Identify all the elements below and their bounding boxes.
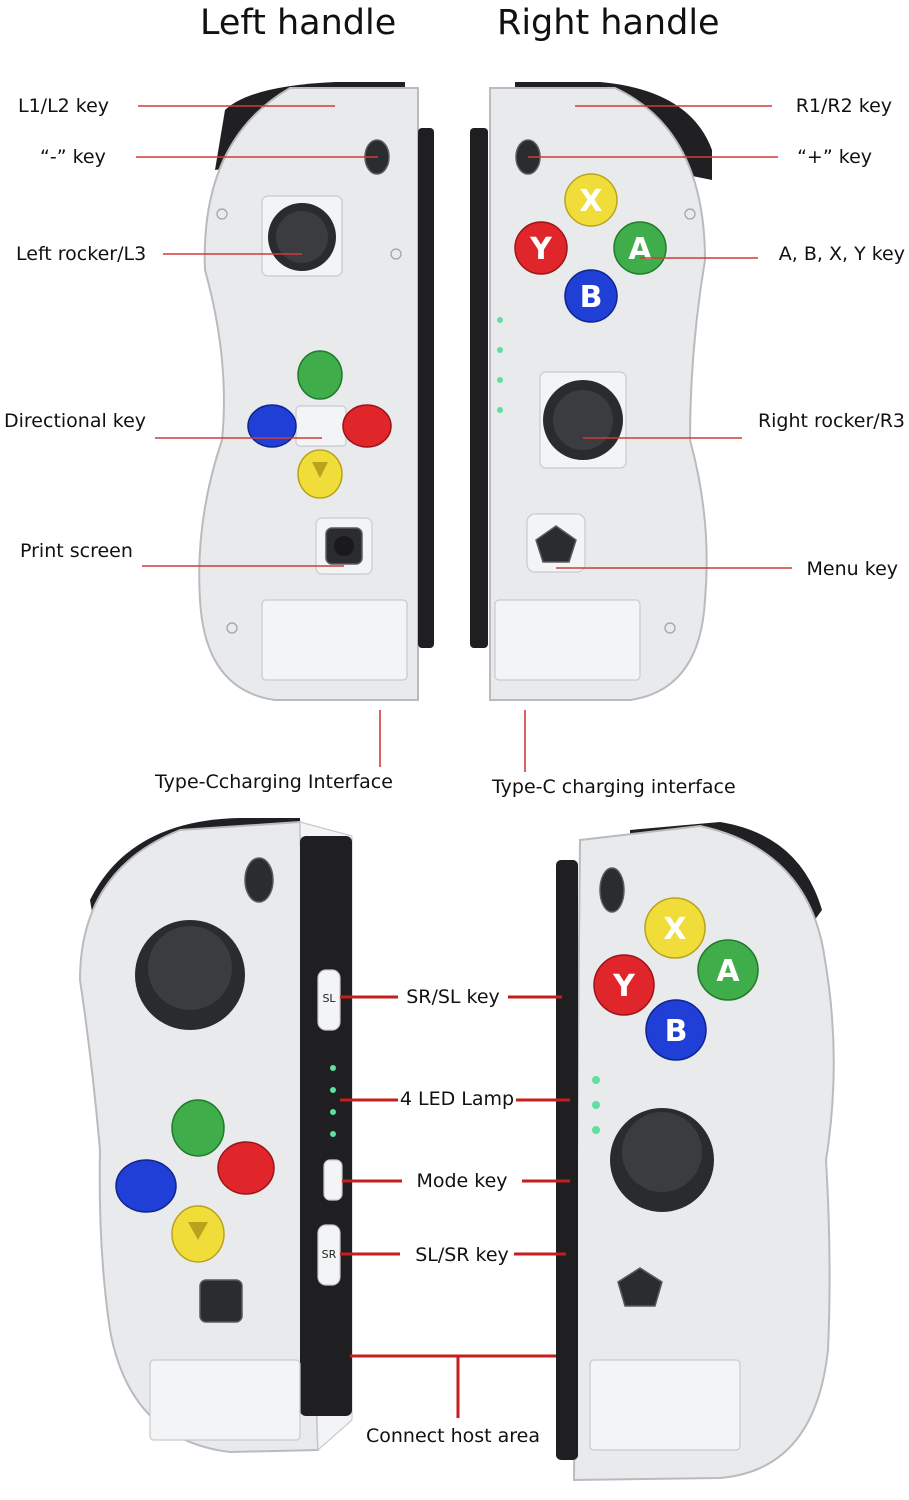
bottom-left-stick-top	[148, 926, 232, 1010]
left-handle-title: Left handle	[200, 3, 396, 43]
bottom-left-minus	[244, 857, 274, 903]
b-button-letter: B	[580, 280, 603, 315]
dpad-right-button	[342, 404, 392, 448]
bottom-b-letter: B	[665, 1014, 688, 1049]
bottom-left-connector	[149, 1359, 301, 1441]
mode-button	[323, 1159, 343, 1201]
label-slsr: SL/SR key	[415, 1244, 509, 1266]
bottom-left-sl-text: SR	[322, 1248, 337, 1261]
dpad-down-arrow-icon	[312, 462, 328, 478]
bottom-callouts: SR/SL key 4 LED Lamp Mode key SL/SR key …	[340, 986, 570, 1447]
bottom-x-button	[644, 897, 706, 959]
dpad-left-button	[247, 404, 297, 448]
label-plus: “+” key	[797, 146, 872, 168]
a-button-letter: A	[628, 232, 652, 267]
left-rail	[418, 128, 434, 648]
label-typec-left: Type-Ccharging Interface	[154, 771, 393, 793]
label-left-rocker: Left rocker/L3	[16, 243, 146, 265]
bottom-dpad-down-arrow-icon	[188, 1222, 208, 1240]
bottom-right-controller: X Y A B	[556, 822, 835, 1482]
y-button-letter: Y	[529, 232, 553, 267]
bottom-home-button	[617, 1267, 663, 1307]
bottom-left-sr-text: SL	[322, 992, 336, 1005]
bottom-a-button	[697, 939, 759, 1001]
bottom-b-button	[645, 999, 707, 1061]
label-menu: Menu key	[807, 558, 898, 580]
label-typec-right: Type-C charging interface	[491, 776, 736, 798]
b-button	[564, 269, 618, 323]
label-l1l2: L1/L2 key	[18, 95, 109, 117]
bottom-right-stick-top	[622, 1112, 702, 1192]
bottom-y-letter: Y	[612, 969, 636, 1004]
top-left-controller	[198, 82, 434, 701]
top-right-controller: X Y A B	[470, 82, 712, 701]
right-handle-title: Right handle	[497, 3, 720, 43]
label-minus: “-” key	[40, 146, 106, 168]
label-directional: Directional key	[4, 410, 146, 432]
right-connector-area	[494, 599, 641, 681]
label-srsl: SR/SL key	[406, 986, 500, 1008]
bottom-right-rail	[556, 860, 578, 1460]
bottom-dpad-left	[115, 1159, 177, 1213]
bottom-left-rail	[300, 836, 352, 1416]
label-abxy: A, B, X, Y key	[779, 243, 905, 265]
bottom-dpad-right	[217, 1141, 275, 1195]
capture-circle-icon	[334, 536, 354, 556]
bottom-x-letter: X	[663, 912, 686, 947]
home-button	[535, 525, 577, 563]
led-4	[330, 1131, 336, 1137]
left-connector-area	[261, 599, 408, 681]
label-mode: Mode key	[416, 1170, 507, 1192]
bottom-a-letter: A	[716, 954, 740, 989]
label-r1r2: R1/R2 key	[796, 95, 892, 117]
label-print: Print screen	[20, 540, 133, 562]
right-rail	[470, 128, 488, 648]
dpad-up-button	[297, 350, 343, 400]
right-stick-top	[553, 390, 613, 450]
bottom-y-button	[593, 954, 655, 1016]
label-right-rocker: Right rocker/R3	[758, 410, 905, 432]
a-button	[613, 221, 667, 275]
x-button	[564, 173, 618, 227]
bottom-capture-button	[199, 1279, 243, 1323]
led-2	[330, 1087, 336, 1093]
top-left-callouts: L1/L2 key “-” key Left rocker/L3 Directi…	[4, 95, 393, 793]
bottom-right-connector	[589, 1359, 741, 1451]
label-led: 4 LED Lamp	[400, 1088, 514, 1110]
led-3	[330, 1109, 336, 1115]
bottom-dpad-up	[171, 1099, 225, 1157]
left-stick-top	[276, 211, 328, 263]
bottom-left-controller: SL SR	[78, 818, 353, 1454]
top-right-callouts: R1/R2 key “+” key A, B, X, Y key Right r…	[491, 95, 905, 798]
bottom-right-plus	[599, 867, 625, 913]
label-connect: Connect host area	[366, 1425, 540, 1447]
y-button	[514, 221, 568, 275]
dpad-center	[295, 405, 347, 447]
led-1	[330, 1065, 336, 1071]
bottom-left-sr-button	[317, 969, 341, 1031]
x-button-letter: X	[579, 184, 602, 219]
